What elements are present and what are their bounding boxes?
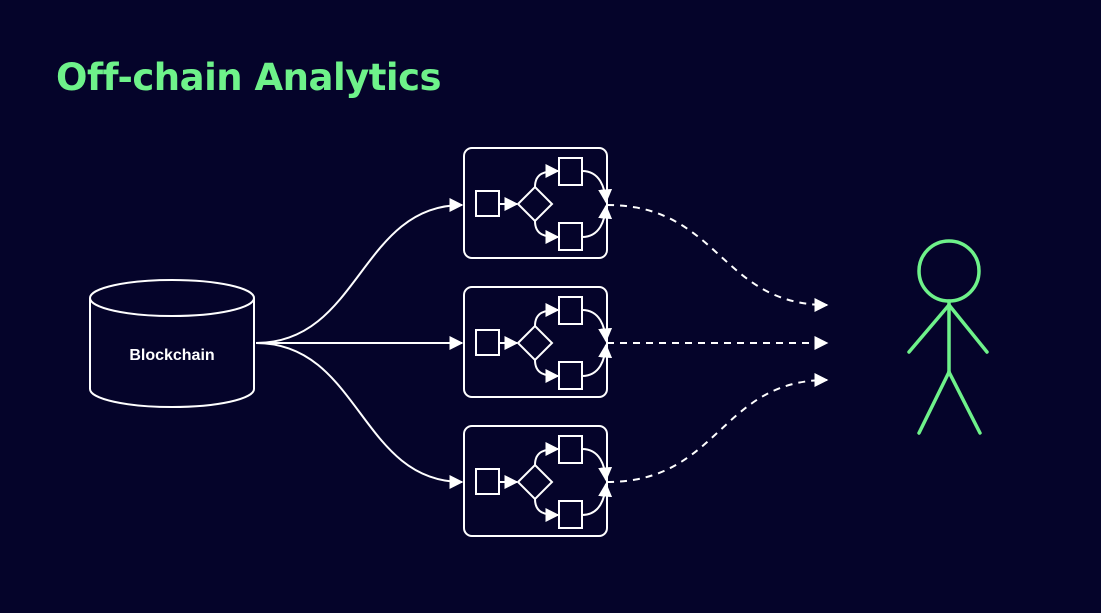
person-icon bbox=[907, 239, 989, 435]
pipeline-box-middle bbox=[463, 286, 613, 398]
pipeline-merge-up bbox=[581, 170, 613, 204]
pipeline-box-bottom bbox=[463, 425, 613, 537]
person-head bbox=[917, 239, 981, 303]
pipeline-lower-node bbox=[558, 361, 583, 390]
pipeline-upper-node bbox=[558, 435, 583, 464]
pipeline-upper-node bbox=[558, 296, 583, 325]
pipeline-branch-up bbox=[534, 164, 560, 188]
pipeline-input-node bbox=[475, 190, 500, 217]
connector-to-bottom-pipeline bbox=[255, 342, 464, 489]
pipeline-branch-down bbox=[534, 220, 560, 244]
pipeline-frame bbox=[463, 425, 608, 537]
pipeline-decision-node bbox=[516, 185, 554, 223]
page-title: Off-chain Analytics bbox=[56, 56, 442, 99]
pipeline-merge-down bbox=[581, 343, 613, 377]
blockchain-database: Blockchain bbox=[89, 279, 255, 408]
pipeline-branch-down bbox=[534, 498, 560, 522]
pipeline-upper-node bbox=[558, 157, 583, 186]
person-right-arm bbox=[947, 303, 989, 354]
pipeline-merge-up bbox=[581, 309, 613, 343]
pipeline-lower-node bbox=[558, 500, 583, 529]
pipeline-branch-up bbox=[534, 303, 560, 327]
pipeline-frame bbox=[463, 147, 608, 259]
pipeline-merge-down bbox=[581, 204, 613, 238]
blockchain-label: Blockchain bbox=[129, 347, 214, 364]
pipeline-branch-down bbox=[534, 359, 560, 383]
output-connectors bbox=[606, 204, 829, 483]
pipeline-decision-node bbox=[516, 463, 554, 501]
pipeline-input-node bbox=[475, 329, 500, 356]
pipeline-merge-up bbox=[581, 448, 613, 482]
pipeline-lower-node bbox=[558, 222, 583, 251]
dashed-connector-bottom bbox=[606, 373, 829, 483]
connector-to-top-pipeline bbox=[255, 198, 464, 344]
pipeline-frame bbox=[463, 286, 608, 398]
person-left-arm bbox=[907, 303, 951, 354]
pipeline-decision-node bbox=[516, 324, 554, 362]
person-right-leg bbox=[947, 370, 982, 435]
person-left-leg bbox=[917, 370, 951, 435]
pipeline-box-top bbox=[463, 147, 613, 259]
source-connectors bbox=[255, 198, 464, 489]
pipeline-merge-down bbox=[581, 482, 613, 516]
dashed-connector-top bbox=[606, 204, 829, 312]
pipelines bbox=[463, 147, 613, 537]
pipeline-input-node bbox=[475, 468, 500, 495]
pipeline-branch-up bbox=[534, 442, 560, 466]
